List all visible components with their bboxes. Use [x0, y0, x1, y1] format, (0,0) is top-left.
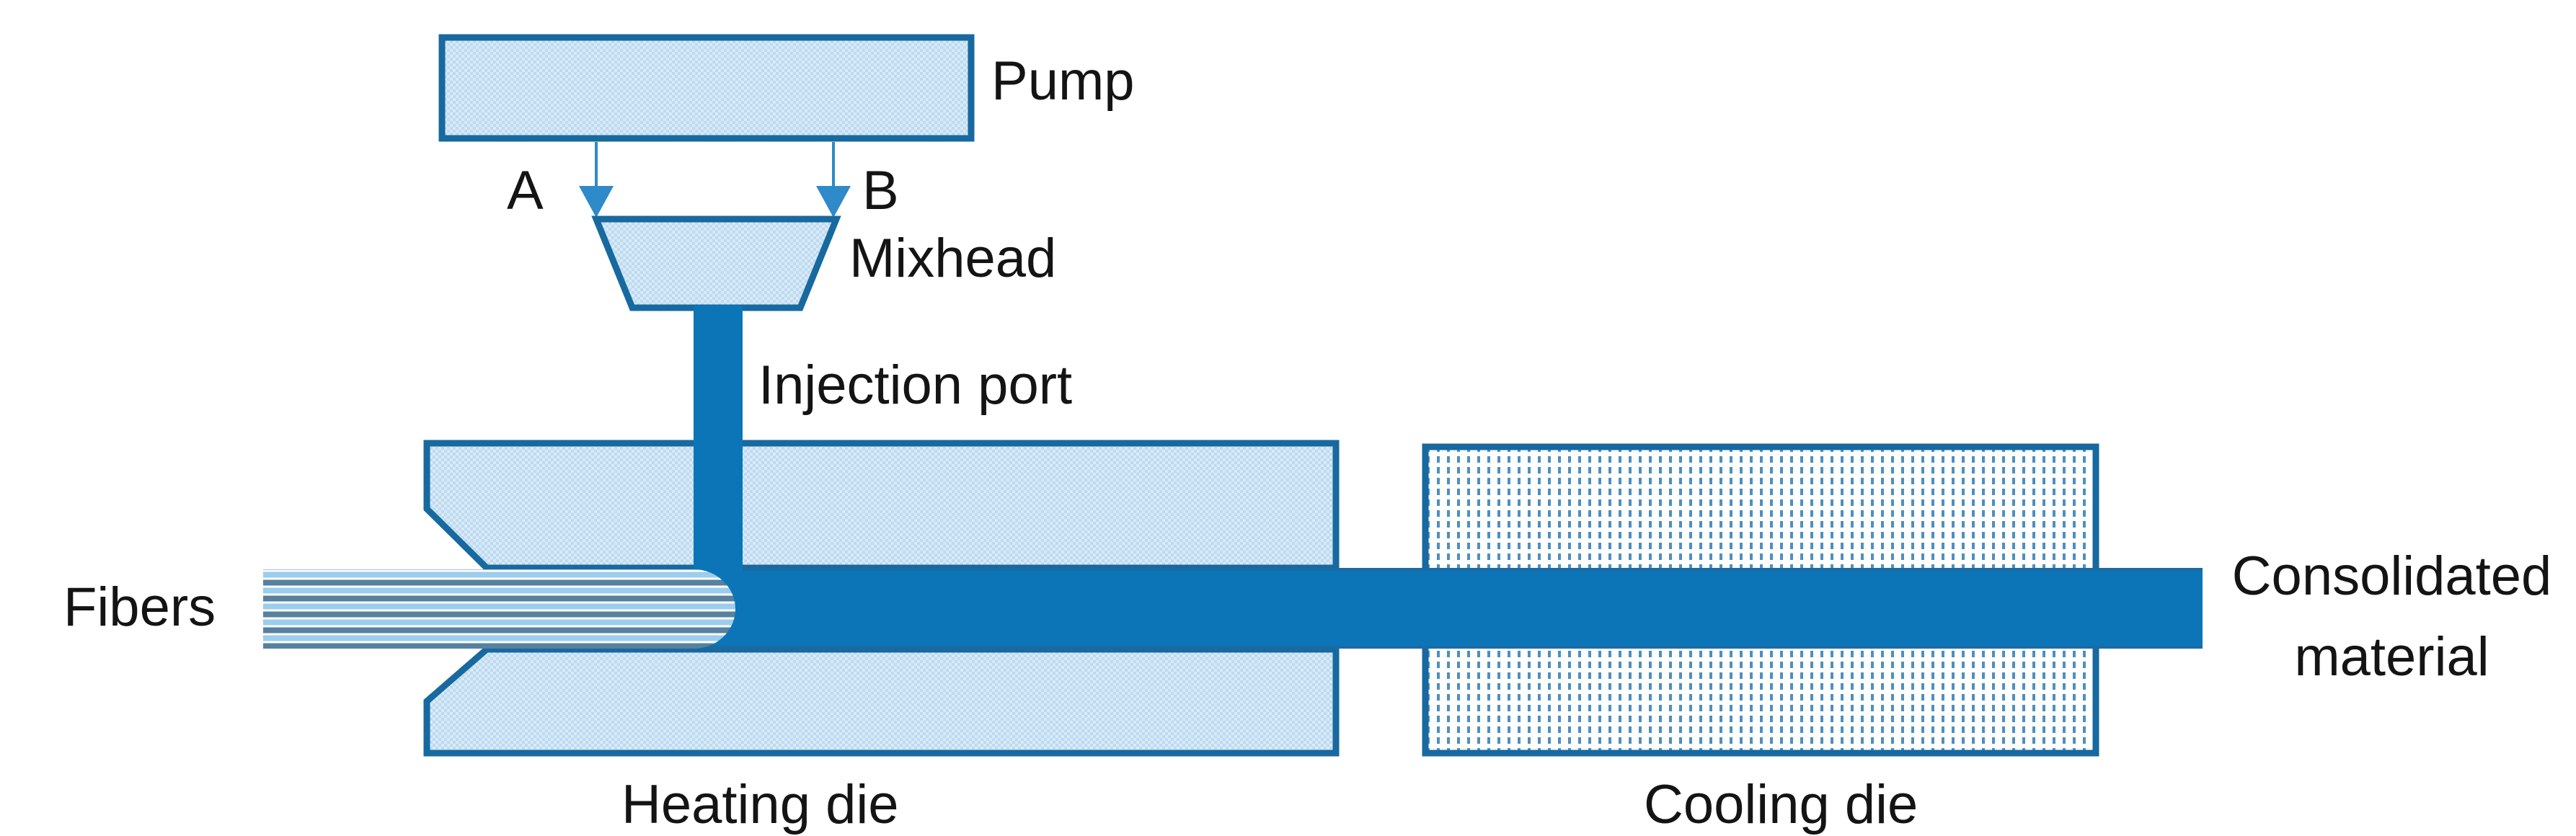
stream-b-label: B [862, 160, 899, 221]
heating-die-top-block [423, 440, 1340, 572]
feed-arrow-a [579, 142, 614, 218]
fibers-label: Fibers [63, 577, 216, 638]
arrow-down-icon [579, 186, 614, 218]
pump-block [438, 34, 975, 142]
pump-label: Pump [991, 50, 1135, 112]
mixhead-funnel [591, 215, 841, 311]
heating-die-label: Heating die [621, 774, 899, 835]
injection-port-label: Injection port [758, 355, 1073, 416]
stream-a-label: A [507, 160, 544, 221]
material-stream-top-edge [490, 568, 2203, 571]
arrow-down-icon [816, 186, 851, 218]
material-stream-bar [490, 568, 2203, 649]
fiber-bundle [263, 569, 735, 649]
consolidated-material-label: Consolidated material [2231, 546, 2552, 688]
injection-port-bar [694, 306, 743, 579]
feed-arrow-b [816, 142, 851, 218]
heating-die-bottom-block [423, 646, 1340, 757]
material-stream-bottom-edge [490, 646, 2203, 649]
mixhead-label: Mixhead [849, 228, 1057, 289]
cooling-die-label: Cooling die [1644, 774, 1918, 835]
